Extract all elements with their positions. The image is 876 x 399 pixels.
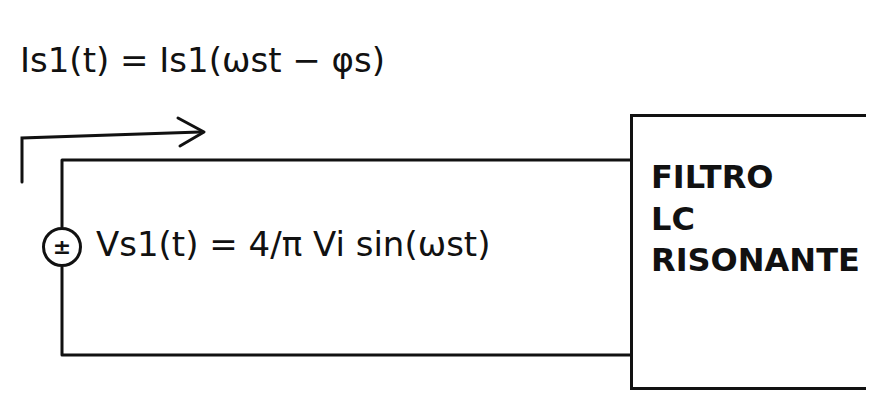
voltage-source: ± bbox=[42, 227, 82, 267]
node-text: ± bbox=[53, 233, 71, 262]
wire bbox=[62, 160, 632, 227]
current-arrow-line bbox=[22, 132, 200, 182]
current-arrow-head bbox=[178, 118, 204, 146]
current-label: Is1(t) = Is1(ωst − φs) bbox=[20, 40, 385, 80]
node-text: FILTRO LC RISONANTE bbox=[651, 157, 821, 282]
filter-box: FILTRO LC RISONANTE bbox=[630, 114, 866, 390]
wire bbox=[62, 267, 632, 355]
voltage-label: Vs1(t) = 4/π Vi sin(ωst) bbox=[96, 224, 490, 264]
